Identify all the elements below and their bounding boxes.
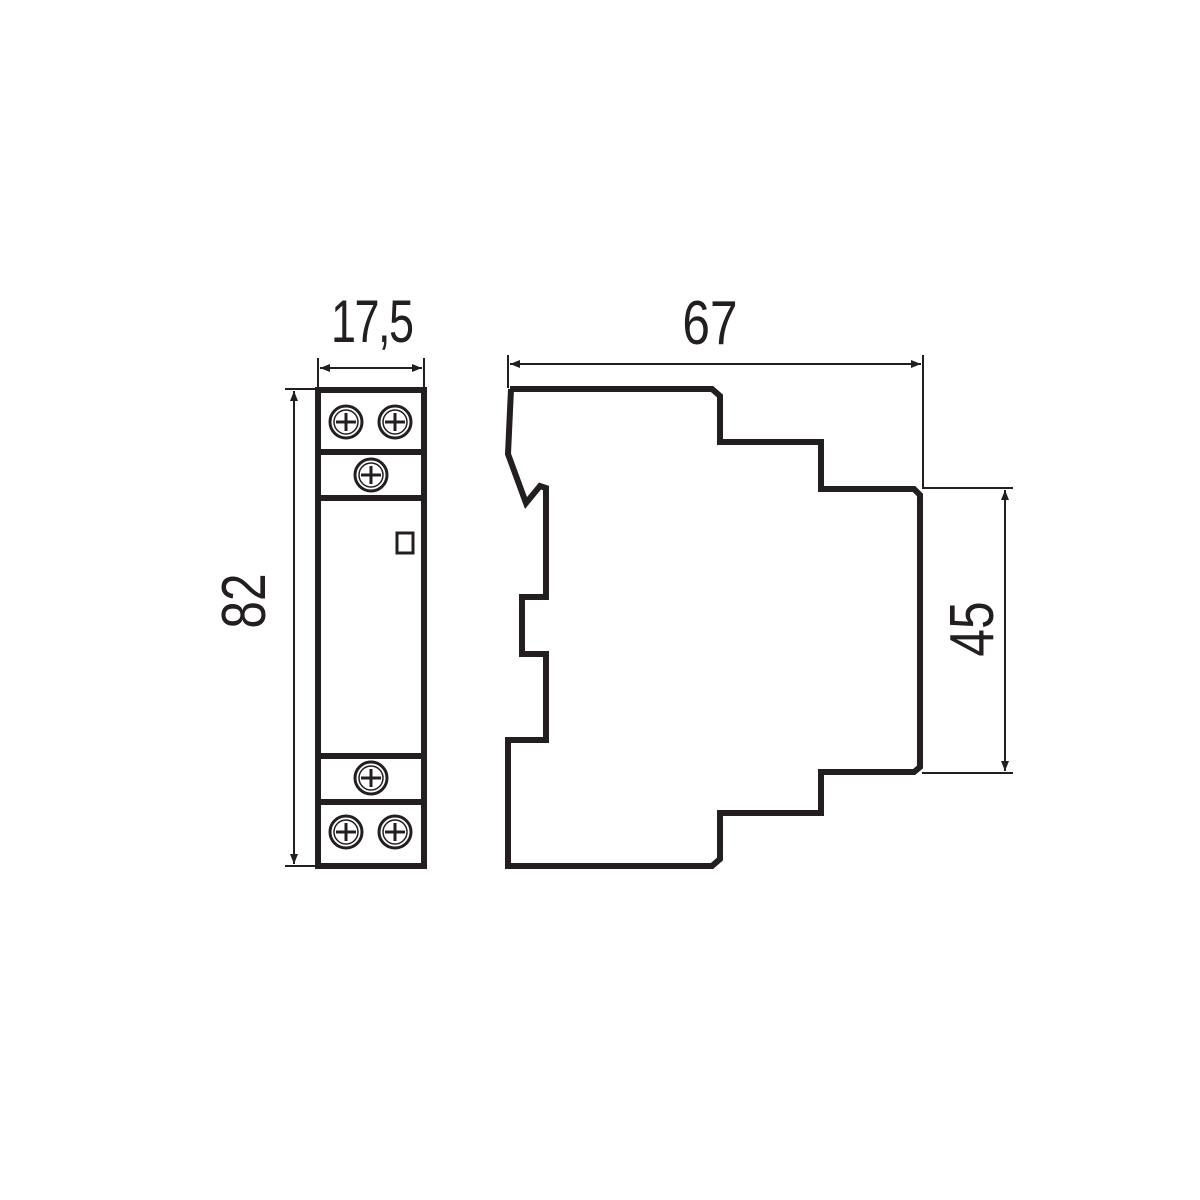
height-label: 82 <box>210 573 279 629</box>
depth-label: 67 <box>682 289 738 358</box>
terminal-screw-icon <box>377 404 413 440</box>
dimension-depth <box>507 355 924 488</box>
front-height-label: 45 <box>938 601 1007 657</box>
terminal-screw-icon <box>353 760 389 796</box>
terminal-screw-icon <box>328 404 364 440</box>
side-view <box>504 386 923 869</box>
terminal-screw-icon <box>328 814 364 850</box>
terminal-screw-icon <box>353 457 389 493</box>
dimension-width <box>317 358 425 388</box>
width-label: 17,5 <box>331 288 414 355</box>
dimension-front-height <box>922 487 1013 774</box>
front-body-outline <box>315 387 427 869</box>
side-body-outline <box>504 386 923 869</box>
dimension-height <box>285 388 316 867</box>
indicator-window-icon <box>395 531 415 555</box>
terminal-screw-icon <box>377 814 413 850</box>
front-view <box>315 387 427 869</box>
